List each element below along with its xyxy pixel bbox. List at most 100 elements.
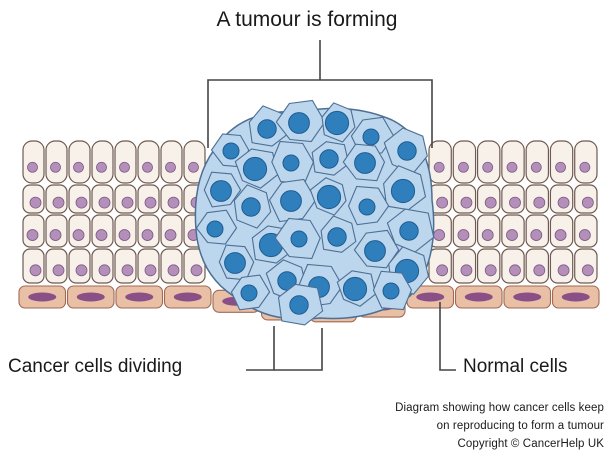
cancer-cell-nucleus — [317, 185, 340, 208]
normal-cell-nucleus — [507, 230, 518, 241]
cancer-cells-pointer-line — [246, 326, 274, 370]
cancer-cell-nucleus — [325, 111, 348, 134]
tumour-title-label: A tumour is forming — [0, 8, 614, 32]
normal-cell-nucleus — [96, 230, 107, 241]
normal-cell-nucleus — [558, 197, 569, 208]
normal-cell-nucleus — [27, 230, 38, 241]
normal-cell-nucleus — [580, 162, 590, 172]
normal-cell-nucleus — [556, 162, 566, 172]
cancer-cell-nucleus — [241, 285, 257, 301]
normal-cell-nucleus — [485, 197, 496, 208]
cancer-cell-nucleus — [291, 231, 307, 247]
normal-cell-nucleus — [461, 197, 472, 208]
cancer-cell-nucleus — [398, 142, 416, 160]
normal-cell-nucleus — [434, 230, 445, 241]
normal-cell-nucleus — [73, 230, 84, 241]
basement-cell-nucleus — [125, 293, 153, 302]
normal-cells-label: Normal cells — [463, 356, 568, 378]
cancer-cell-nucleus — [383, 283, 399, 299]
cancer-cell-nucleus — [320, 150, 338, 168]
normal-cell-nucleus — [119, 230, 130, 241]
cancer-cell-nucleus — [225, 253, 246, 274]
normal-cell-nucleus — [531, 162, 541, 172]
normal-cell-nucleus — [534, 197, 545, 208]
cancer-cell-nucleus — [211, 181, 232, 202]
cancer-cell-nucleus — [223, 143, 239, 159]
basement-cell-nucleus — [174, 293, 202, 302]
normal-cell-nucleus — [168, 197, 179, 208]
normal-cell-nucleus — [507, 162, 517, 172]
normal-cell-nucleus — [145, 197, 156, 208]
normal-cell-nucleus — [30, 265, 41, 276]
cancer-cell-nucleus — [290, 296, 308, 314]
normal-cell-nucleus — [191, 265, 202, 276]
normal-cell-nucleus — [30, 197, 41, 208]
tumour-mass — [195, 101, 433, 325]
normal-cell-nucleus — [97, 162, 107, 172]
normal-cell-nucleus — [534, 265, 545, 276]
caption-line-1: Diagram showing how cancer cells keep — [395, 402, 604, 414]
normal-cell-nucleus — [53, 197, 64, 208]
normal-cell-nucleus — [510, 197, 521, 208]
normal-cell-nucleus — [168, 265, 179, 276]
normal-cell-nucleus — [142, 230, 153, 241]
normal-cell-nucleus — [579, 230, 590, 241]
normal-cell-nucleus — [122, 265, 133, 276]
basement-cell-nucleus — [513, 293, 541, 302]
normal-cell-nucleus — [437, 197, 448, 208]
normal-cell-nucleus — [51, 162, 61, 172]
normal-cell-nucleus — [76, 265, 87, 276]
cancer-cell-nucleus — [242, 198, 260, 216]
cancer-cell-nucleus — [328, 228, 346, 246]
cancer-cell-nucleus — [289, 113, 310, 134]
normal-cell-nucleus — [99, 265, 110, 276]
cancer-cell-nucleus — [400, 222, 418, 240]
normal-cell-nucleus — [122, 197, 133, 208]
normal-cell-nucleus — [189, 162, 199, 172]
normal-cell-nucleus — [558, 265, 569, 276]
normal-cell-nucleus — [166, 162, 176, 172]
normal-cell-nucleus — [165, 230, 176, 241]
normal-cell-nucleus — [99, 197, 110, 208]
normal-cell-nucleus — [510, 265, 521, 276]
normal-cell-nucleus — [458, 162, 468, 172]
cancer-cells-pointer-line-2 — [274, 328, 322, 370]
cancer-cell-nucleus — [281, 191, 302, 212]
normal-cell-nucleus — [53, 265, 64, 276]
cancer-cell-nucleus — [207, 221, 223, 237]
basement-cell-nucleus — [562, 293, 590, 302]
basement-cell-nucleus — [77, 293, 105, 302]
normal-cell-nucleus — [28, 162, 38, 172]
normal-cell-nucleus — [145, 265, 156, 276]
basement-cell-nucleus — [416, 293, 444, 302]
normal-cell-nucleus — [50, 230, 61, 241]
caption-line-2: on reproducing to form a tumour — [437, 420, 604, 432]
normal-cell-nucleus — [531, 230, 542, 241]
cancer-cell-nucleus — [359, 199, 375, 215]
normal-cell-nucleus — [437, 265, 448, 276]
cancer-cell-nucleus — [258, 120, 276, 138]
cancer-cell-nucleus — [343, 277, 366, 300]
normal-cell-nucleus — [76, 197, 87, 208]
caption-line-3: Copyright © CancerHelp UK — [458, 438, 604, 450]
cancer-cell-nucleus — [391, 179, 414, 202]
normal-cell-nucleus — [555, 230, 566, 241]
normal-cell-nucleus — [74, 162, 84, 172]
normal-cell-nucleus — [434, 162, 444, 172]
cancer-cell-nucleus — [363, 129, 379, 145]
normal-cell-nucleus — [120, 162, 130, 172]
normal-cell-nucleus — [582, 265, 593, 276]
cancer-cell-nucleus — [283, 155, 299, 171]
normal-cell-nucleus — [485, 265, 496, 276]
normal-cell-nucleus — [461, 265, 472, 276]
basement-cell-nucleus — [28, 293, 56, 302]
normal-cell-nucleus — [483, 162, 493, 172]
basement-cell-nucleus — [465, 293, 493, 302]
cancer-cell-nucleus — [243, 157, 266, 180]
cancer-cells-label: Cancer cells dividing — [8, 356, 182, 378]
normal-cells-pointer-line — [440, 302, 456, 370]
normal-cell-nucleus — [143, 162, 153, 172]
normal-cell-nucleus — [582, 197, 593, 208]
normal-cell-nucleus — [482, 230, 493, 241]
